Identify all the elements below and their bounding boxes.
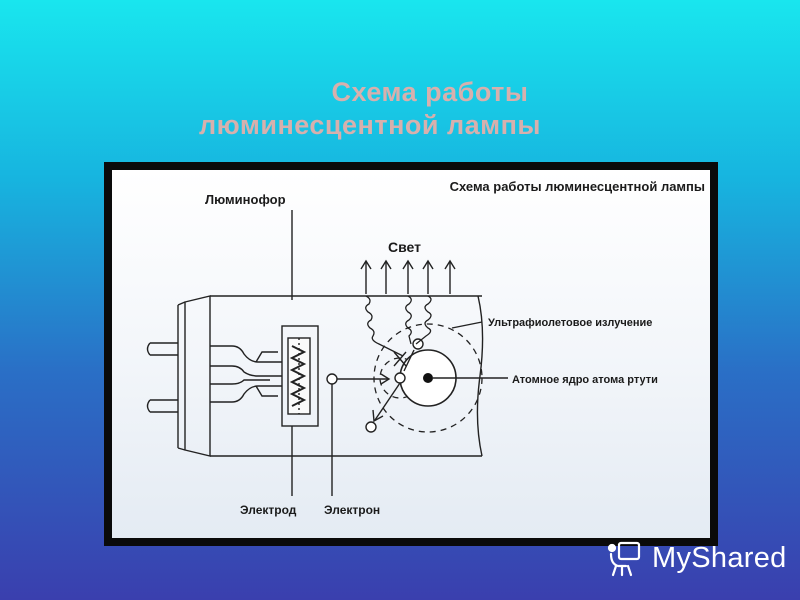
slide-title-line2: люминесцентной лампы xyxy=(199,110,541,140)
light-arrow-icon xyxy=(402,259,414,294)
light-arrow-icon xyxy=(422,259,434,294)
lamp-diagram: Схема работы люминесцентной лампы Люмино… xyxy=(146,179,705,517)
light-arrow-icon xyxy=(360,259,372,294)
electrode-label: Электрод xyxy=(240,503,297,517)
uv-leader-line xyxy=(451,321,483,329)
slide-title-line1: Схема работы xyxy=(331,77,529,107)
lamp-pin-top xyxy=(146,342,178,356)
watermark: MyShared xyxy=(606,538,787,578)
lamp-tube xyxy=(210,295,484,457)
light-label: Свет xyxy=(388,239,421,255)
phosphor-label: Люминофор xyxy=(205,192,286,207)
lamp-pin-bottom xyxy=(146,399,178,413)
light-arrow-icon xyxy=(444,259,456,294)
presentation-board-icon xyxy=(607,541,641,577)
atom-electron xyxy=(412,338,424,350)
electrode xyxy=(210,325,319,427)
slide-title: Схема работы люминесцентной лампы xyxy=(160,76,700,142)
diagram-inner-title: Схема работы люминесцентной лампы xyxy=(450,179,705,194)
electron-paths xyxy=(337,349,415,423)
nucleus-label: Атомное ядро атома ртути xyxy=(512,374,658,386)
scattered-electron xyxy=(365,421,377,433)
light-arrows xyxy=(360,259,456,294)
diagram-canvas: Схема работы люминесцентной лампы Люмино… xyxy=(112,170,710,538)
uv-label: Ультрафиолетовое излучение xyxy=(488,317,652,329)
electron-label: Электрон xyxy=(324,503,380,517)
light-arrow-icon xyxy=(380,259,392,294)
uv-waves xyxy=(365,295,432,357)
diagram-frame: Схема работы люминесцентной лампы Люмино… xyxy=(104,162,718,546)
atom-electron xyxy=(394,372,406,384)
lamp-cap xyxy=(146,295,211,457)
free-electron xyxy=(326,373,338,385)
watermark-text: MyShared xyxy=(652,541,787,574)
